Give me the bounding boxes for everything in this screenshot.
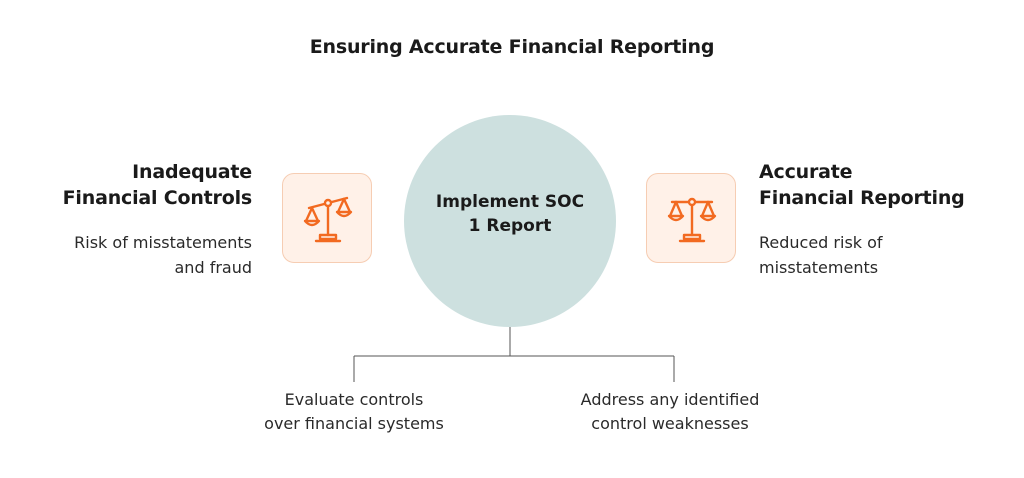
- right-heading: Accurate Financial Reporting: [759, 159, 965, 211]
- diagram-title: Ensuring Accurate Financial Reporting: [309, 36, 715, 58]
- left-heading: Inadequate Financial Controls: [62, 159, 253, 211]
- center-label: Implement SOC 1 Report: [404, 190, 616, 238]
- right-description-line-2: misstatements: [759, 258, 879, 277]
- center-circle: [404, 115, 616, 327]
- left-description: Risk of misstatements and fraud: [74, 230, 252, 280]
- left-heading-line-2: Financial Controls: [62, 187, 253, 209]
- scale-unbalanced-icon: [303, 196, 353, 243]
- step-2-line-1: Address any identified: [580, 390, 760, 409]
- right-description-line-1: Reduced risk of: [759, 233, 883, 252]
- center-label-line-2: 1 Report: [468, 216, 552, 236]
- step-1-line-1: Evaluate controls: [284, 390, 424, 409]
- left-heading-line-1: Inadequate: [132, 161, 252, 183]
- step-2-line-2: control weaknesses: [591, 414, 749, 433]
- right-description: Reduced risk of misstatements: [759, 230, 883, 280]
- step-1-line-2: over financial systems: [264, 414, 444, 433]
- left-description-line-2: and fraud: [174, 258, 253, 277]
- right-heading-line-1: Accurate: [759, 161, 853, 183]
- right-heading-line-2: Financial Reporting: [759, 187, 965, 209]
- scale-balanced-icon: [667, 197, 717, 243]
- step-evaluate-controls: Evaluate controls over financial systems: [234, 388, 474, 436]
- right-icon-box: [646, 173, 736, 263]
- left-icon-box: [282, 173, 372, 263]
- step-address-weaknesses: Address any identified control weaknesse…: [550, 388, 790, 436]
- center-label-line-1: Implement SOC: [435, 192, 585, 212]
- left-description-line-1: Risk of misstatements: [74, 233, 252, 252]
